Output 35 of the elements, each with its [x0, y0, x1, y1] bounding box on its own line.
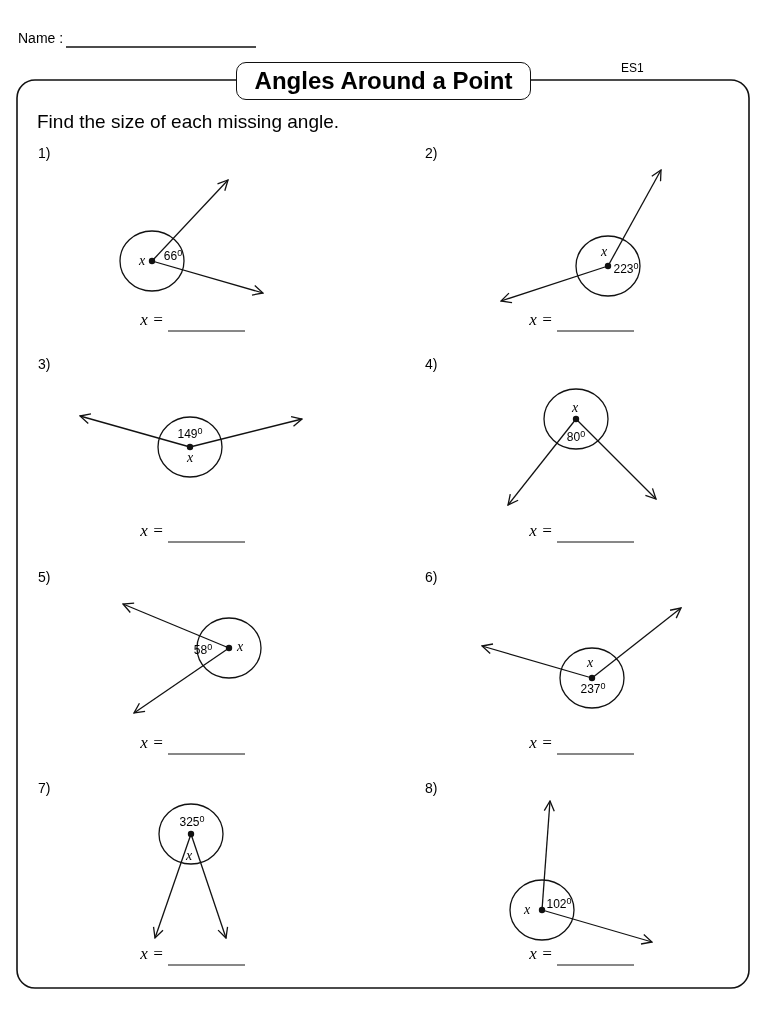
variable-label: x	[138, 254, 146, 268]
problem-number: 6)	[425, 570, 438, 584]
title-banner: Angles Around a Point	[236, 62, 531, 100]
problem-number: 1)	[38, 146, 51, 160]
answer-prompt: x =	[529, 944, 553, 962]
answer-prompt: x =	[529, 310, 553, 328]
problem-number: 4)	[425, 357, 438, 371]
variable-label: x	[571, 401, 579, 415]
answer-prompt: x =	[140, 944, 164, 962]
angle-label: 102$^{0}$	[546, 898, 572, 910]
variable-label: x	[523, 903, 531, 917]
angle-label: 80$^{0}$	[566, 431, 586, 443]
variable-label: x	[186, 451, 194, 465]
variable-label: x	[600, 245, 608, 259]
answer-prompt: x =	[140, 521, 164, 539]
name-label: Name :	[18, 31, 64, 45]
variable-label: x	[586, 656, 594, 670]
answer-prompt: x =	[140, 733, 164, 751]
angle-label: 325$^{0}$	[179, 816, 205, 828]
answer-prompt: x =	[140, 310, 164, 328]
variable-label: x	[236, 640, 244, 654]
answer-prompt: x =	[529, 521, 553, 539]
problem-number: 8)	[425, 781, 438, 795]
angle-label: 223$^{0}$	[613, 263, 639, 275]
angle-label: 149$^{0}$	[177, 428, 203, 440]
answer-prompt: x =	[529, 733, 553, 751]
angle-label: 237$^{0}$	[580, 683, 606, 695]
sheet-code: ES1	[621, 62, 644, 74]
problem-number: 7)	[38, 781, 51, 795]
instruction-text: Find the size of each missing angle.	[37, 112, 340, 131]
problem-number: 3)	[38, 357, 51, 371]
angle-label: 66$^{0}$	[163, 250, 183, 262]
problem-number: 2)	[425, 146, 438, 160]
problem-number: 5)	[38, 570, 51, 584]
variable-label: x	[185, 849, 193, 863]
